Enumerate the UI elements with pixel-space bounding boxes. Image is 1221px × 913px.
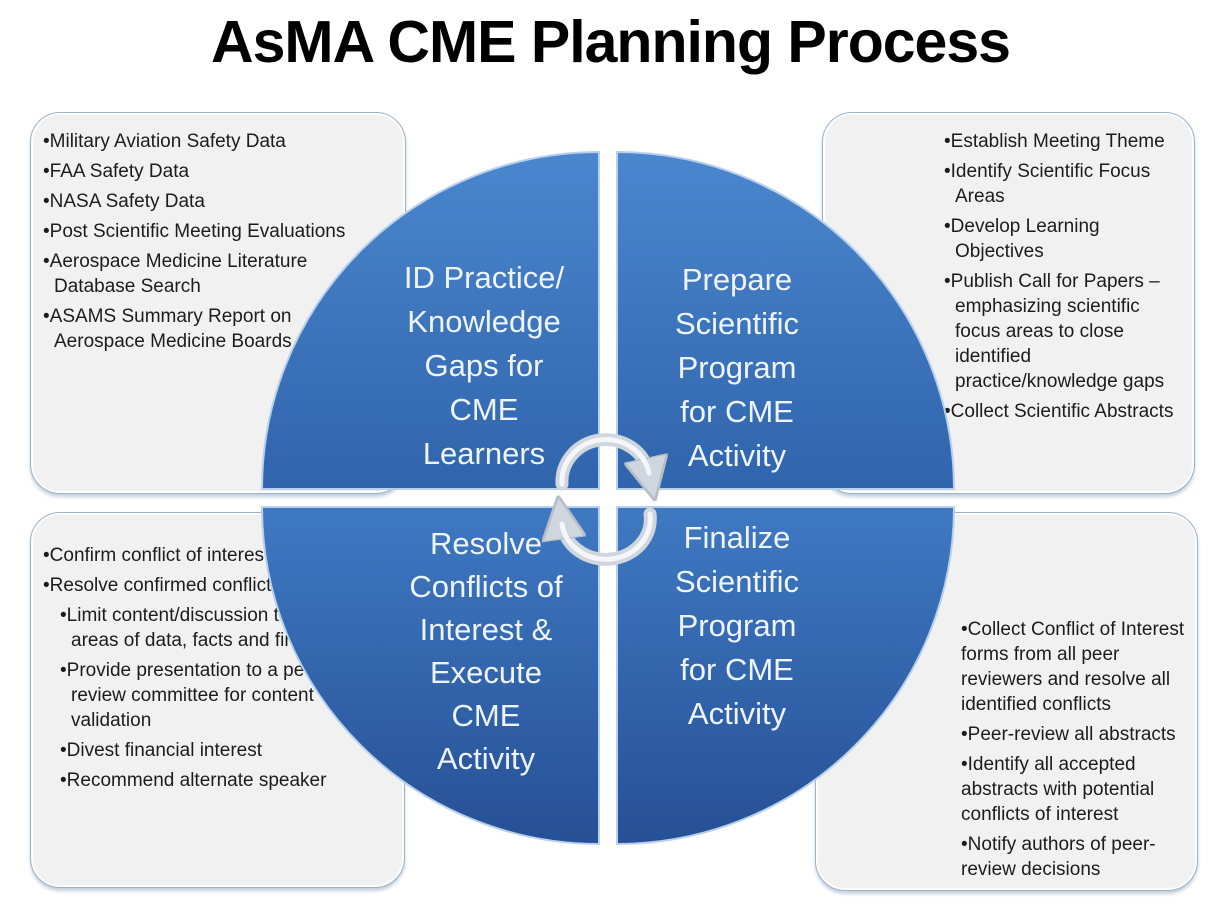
quadrant-label-top-right: Prepare Scientific Program for CME Activ… — [674, 262, 800, 473]
bullet-item: •NASA Safety Data — [43, 191, 205, 212]
bullet-item: •Collect Conflict of Interest forms from… — [961, 619, 1185, 715]
bullet-item: •Divest financial interest — [60, 740, 263, 761]
bullet-item: •Publish Call for Papers – emphasizing s… — [944, 271, 1165, 392]
callout-box-bottom-left: •Confirm conflict of interest exists •Res… — [30, 512, 405, 888]
bullet-item: •ASAMS Summary Report on Aerospace Medic… — [43, 306, 292, 352]
bullet-item: •Establish Meeting Theme — [944, 131, 1165, 152]
callout-box-top-left: •Military Aviation Safety Data •FAA Safet… — [30, 112, 406, 494]
bullet-item: •Limit content/discussion to areas of da… — [60, 605, 341, 651]
callout-box-top-right: •Establish Meeting Theme •Identify Scient… — [822, 112, 1195, 494]
bullet-item: •Identify all accepted abstracts with po… — [961, 754, 1155, 825]
bullet-list-bottom-left: •Confirm conflict of interest exists •Res… — [31, 513, 404, 887]
bullet-list-top-left: •Military Aviation Safety Data •FAA Safet… — [31, 113, 405, 493]
bullet-item: •Collect Scientific Abstracts — [944, 401, 1174, 422]
bullet-item: •Confirm conflict of interest exists — [43, 545, 324, 566]
quadrant-label-bottom-right: Finalize Scientific Program for CME Acti… — [674, 520, 800, 731]
bullet-item: •FAA Safety Data — [43, 161, 190, 182]
bullet-item: •Military Aviation Safety Data — [43, 131, 286, 152]
quadrant-label-top-left: ID Practice/ Knowledge Gaps for CME Lear… — [403, 260, 565, 471]
bullet-item: •Develop Learning Objectives — [944, 216, 1100, 262]
bullet-list-bottom-right: •Collect Conflict of Interest forms from… — [816, 513, 1197, 890]
page-title: AsMA CME Planning Process — [211, 9, 1011, 75]
bullet-list-top-right: •Establish Meeting Theme •Identify Scient… — [823, 113, 1194, 493]
bullet-item: •Identify Scientific Focus Areas — [944, 161, 1151, 207]
bullet-item: •Notify authors of peer-review decisions — [961, 834, 1156, 880]
bullet-item: •Post Scientific Meeting Evaluations — [43, 221, 346, 242]
bullet-item: •Peer-review all abstracts — [961, 724, 1176, 745]
quadrant-label-bottom-left: Resolve Conflicts of Interest & Execute … — [409, 526, 563, 776]
bullet-item: •Aerospace Medicine Literature Database … — [43, 251, 308, 297]
bullet-item: •Resolve confirmed conflicts via: — [43, 575, 316, 596]
bullet-item: •Provide presentation to a peer review c… — [60, 660, 322, 731]
callout-box-bottom-right: •Collect Conflict of Interest forms from… — [815, 512, 1198, 891]
bullet-item: •Recommend alternate speaker — [60, 770, 327, 791]
